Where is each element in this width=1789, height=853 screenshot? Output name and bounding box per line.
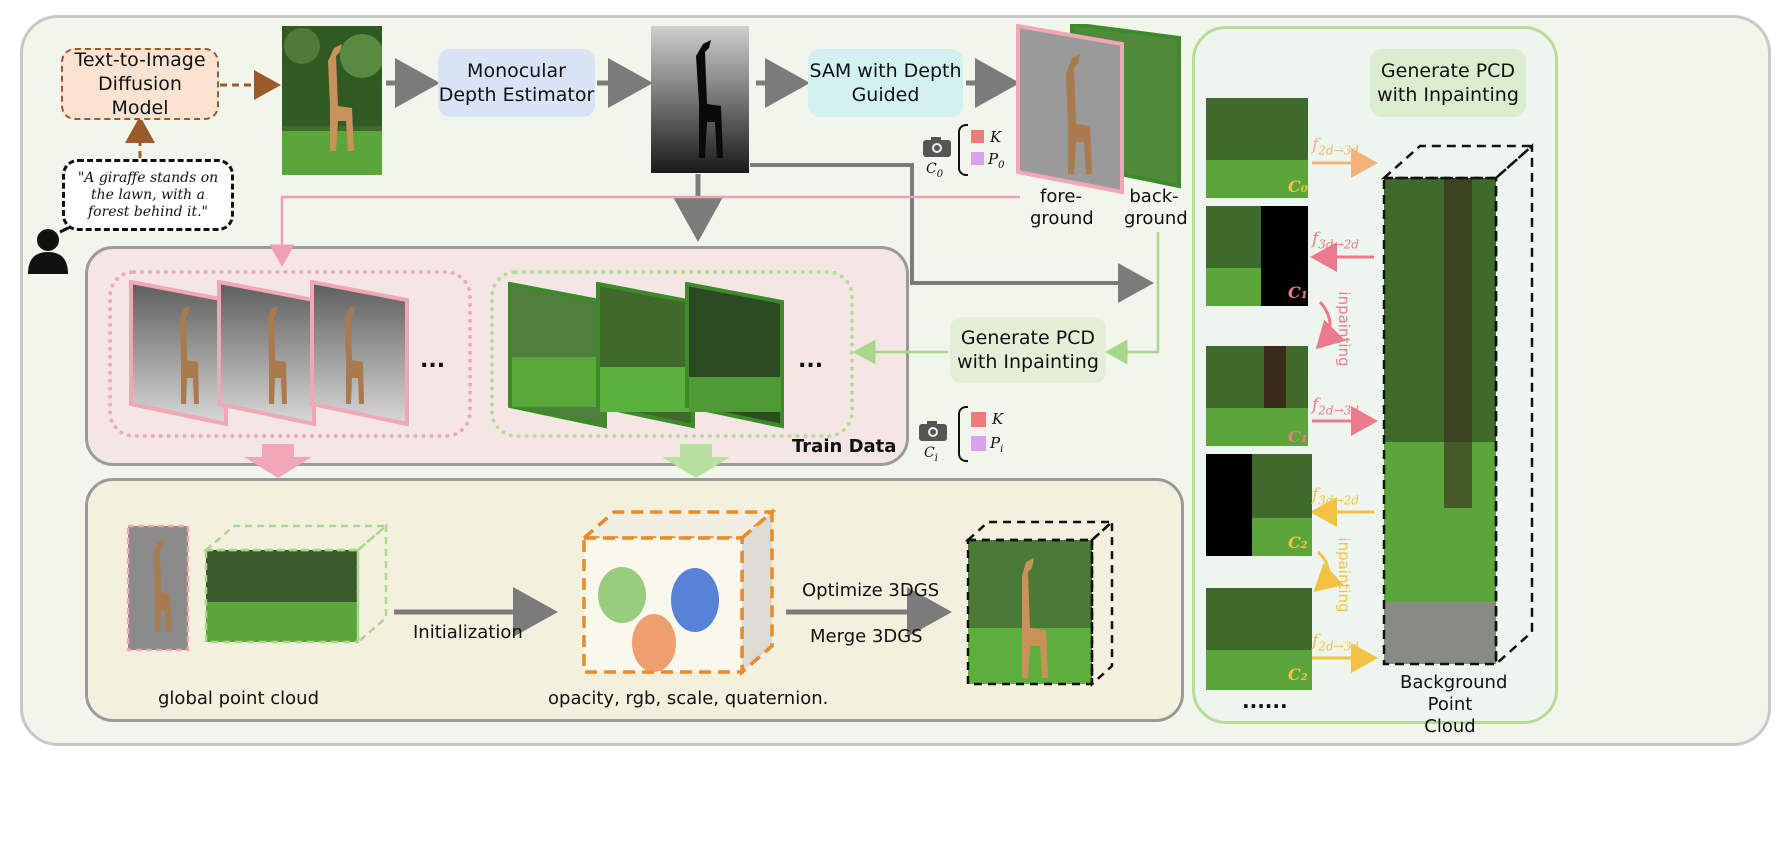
generate-pcd-box: Generate PCD with Inpainting (950, 317, 1106, 383)
right-generate-pcd-box: Generate PCD with Inpainting (1370, 49, 1526, 117)
camera-ci-label: Ci (924, 445, 938, 464)
inpainting-label-pink: inpainting (1335, 291, 1353, 367)
gaussian-attributes-label: opacity, rgb, scale, quaternion. (548, 688, 829, 709)
camera-icon-ci (919, 421, 947, 441)
f-2d3d-label-1: f2d→3d (1312, 135, 1359, 158)
background-view-frames (508, 282, 784, 429)
depth-estimator-box: Monocular Depth Estimator (438, 49, 595, 117)
background-point-cloud-cube (1380, 143, 1536, 667)
global-point-cloud-label: global point cloud (158, 688, 319, 709)
background-label: back-ground (1124, 186, 1188, 229)
intrinsics-k-swatch-i (971, 412, 986, 427)
view-c0-label: C₀ (1288, 177, 1308, 196)
view-c1-inpainted-label: C₁ (1288, 427, 1308, 446)
green-gaussian (598, 567, 646, 623)
text-to-image-model-label: Text-to-Image Diffusion Model (74, 49, 206, 119)
depth-map-image (651, 26, 749, 173)
user-icon (28, 229, 68, 274)
f-3d2d-label-2: f3d→2d (1312, 485, 1359, 508)
giraffe-image (282, 26, 382, 175)
gaussian-cube (580, 508, 776, 676)
pose-p-label-i: Pi (990, 434, 1004, 455)
prompt-text: "A giraffe stands on the lawn, with a fo… (77, 169, 219, 220)
camera-ci-brace (958, 406, 968, 462)
sam-box: SAM with Depth Guided (808, 49, 963, 117)
prompt-bubble: "A giraffe stands on the lawn, with a fo… (62, 159, 234, 231)
background-point-cloud-label: Background Point Cloud (1400, 672, 1508, 737)
view-c1-masked-image (1206, 206, 1308, 306)
background-ellipsis: ... (798, 348, 824, 373)
foreground-ellipsis: ... (420, 348, 446, 373)
foreground-view-frames (129, 280, 409, 427)
f-2d3d-label-2: f2d→3d (1312, 395, 1359, 418)
right-generate-pcd-label: Generate PCD with Inpainting (1377, 60, 1519, 106)
foreground-views-group (108, 270, 472, 438)
intrinsics-k-swatch-0 (971, 130, 984, 143)
more-views-ellipsis: ...... (1242, 689, 1288, 713)
camera-c0-label: C0 (926, 161, 944, 180)
view-c2-inpainted-image (1206, 588, 1312, 690)
global-point-cloud-graphic (126, 523, 390, 652)
text-to-image-model-box: Text-to-Image Diffusion Model (61, 48, 219, 120)
view-c1-inpainted-image (1206, 346, 1308, 446)
initialization-label: Initialization (413, 622, 523, 643)
f-2d3d-label-3: f2d→3d (1312, 631, 1359, 654)
view-c0-image (1206, 98, 1308, 198)
fg-bg-planes (1016, 24, 1181, 194)
intrinsics-k-label-0: K (990, 128, 1002, 146)
pose-p-label-0: P0 (988, 150, 1005, 171)
sam-label: SAM with Depth Guided (809, 60, 962, 106)
background-views-group (490, 270, 854, 438)
view-c2-masked-image (1206, 454, 1312, 556)
intrinsics-k-label-i: K (992, 410, 1004, 428)
train-data-label: Train Data (792, 436, 897, 457)
inpainting-label-gold: inpainting (1335, 537, 1353, 613)
foreground-label: fore-ground (1030, 186, 1094, 229)
merge-3dgs-label: Merge 3DGS (810, 626, 923, 647)
view-c2-inpainted-label: C₂ (1288, 665, 1308, 684)
pose-p-swatch-i (971, 436, 986, 451)
orange-gaussian (632, 614, 676, 672)
pose-p-swatch-0 (971, 152, 984, 165)
camera-icon-c0 (923, 137, 951, 157)
final-scene-cube (964, 519, 1116, 687)
view-c2-masked-label: C₂ (1288, 533, 1308, 552)
view-c1-masked-label: C₁ (1288, 283, 1308, 302)
f-3d2d-label-1: f3d→2d (1312, 229, 1359, 252)
depth-estimator-label: Monocular Depth Estimator (438, 60, 595, 106)
blue-gaussian (671, 568, 719, 632)
generate-pcd-label: Generate PCD with Inpainting (957, 327, 1099, 373)
camera-c0-brace (958, 124, 968, 176)
optimize-3dgs-label: Optimize 3DGS (802, 580, 940, 601)
